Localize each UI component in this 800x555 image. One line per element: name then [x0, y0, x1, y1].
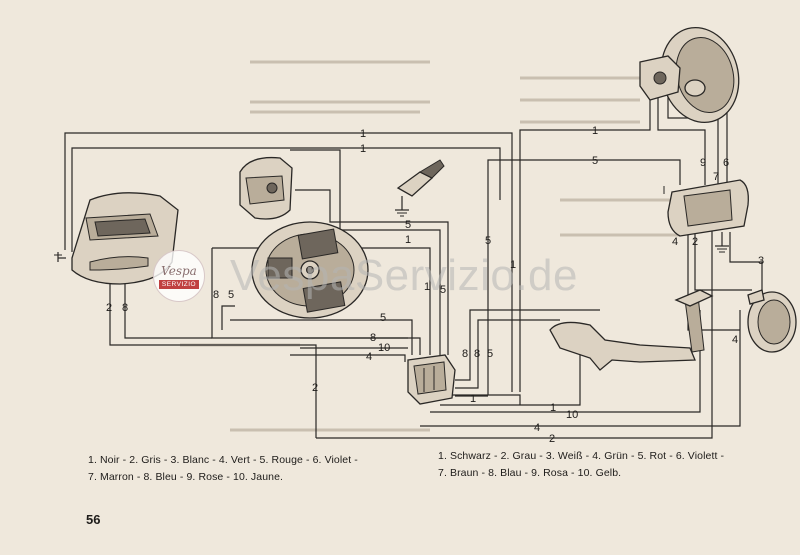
legend-line: 1. Schwarz - 2. Grau - 3. Weiß - 4. Grün…	[438, 450, 725, 462]
vespa-logo-badge: Vespa SERVIZIO	[153, 250, 205, 302]
wire-label: 10	[378, 342, 390, 354]
wire-label: 6	[723, 157, 729, 169]
wire-label: 5	[485, 235, 491, 247]
wire-reg-8	[455, 309, 600, 381]
wire-coil-5	[295, 189, 449, 355]
ignition-coil	[239, 156, 293, 220]
wire-label: 2	[106, 302, 112, 314]
stator-plate	[251, 221, 369, 319]
wire-label: 8	[370, 332, 376, 344]
wire-bottom-1a	[430, 394, 521, 405]
page-number: 56	[86, 512, 101, 527]
wire-label: 4	[534, 422, 540, 434]
wire-right-5	[487, 159, 681, 395]
wire-label: 5	[592, 155, 598, 167]
wire-label: 4	[672, 236, 678, 248]
wire-label: 2	[692, 236, 698, 248]
color-legend-french: 1. Noir - 2. Gris - 3. Blanc - 4. Vert -…	[88, 452, 358, 486]
wire-label: 4	[732, 334, 738, 346]
spark-plug	[395, 159, 445, 217]
headlight	[639, 26, 740, 124]
legend-line: 7. Marron - 8. Bleu - 9. Rose - 10. Jaun…	[88, 471, 284, 483]
wire-tail-left	[64, 132, 513, 392]
wire-label: 10	[566, 409, 578, 421]
wire-label: 7	[713, 171, 719, 183]
badge-sub: SERVIZIO	[158, 279, 200, 289]
wire-label: 5	[405, 219, 411, 231]
legend-line: 7. Braun - 8. Blau - 9. Rosa - 10. Gelb.	[438, 467, 622, 479]
wire-lower-4	[290, 354, 406, 362]
wire-sw-4	[687, 232, 740, 331]
wire-bottom-1b	[440, 350, 581, 406]
wire-label: 1	[470, 393, 476, 405]
light-switch	[663, 179, 749, 253]
wire-label: 5	[487, 348, 493, 360]
wire-label: 8	[462, 348, 468, 360]
wire-head-9	[657, 95, 706, 185]
wire-label: 1	[510, 259, 516, 271]
wire-label: 8	[122, 302, 128, 314]
wire-label: 2	[549, 433, 555, 445]
wire-label: 1	[592, 125, 598, 137]
wire-label: 4	[366, 351, 372, 363]
watermark-text: VespaServizio.de	[230, 251, 578, 300]
wire-label: 1	[360, 128, 366, 140]
junction-box	[407, 354, 456, 405]
wire-label: 1	[405, 234, 411, 246]
wire-number-labels: 1 1 1 5 5 1 8 5 5 1 5 1 5 8 4 10 8 8 5 1…	[106, 125, 764, 445]
wire-lower-5	[230, 319, 413, 355]
wire-left-8	[124, 280, 212, 339]
tail-light	[54, 192, 179, 285]
wire-label: 5	[380, 312, 386, 324]
wire-top-1b	[71, 147, 501, 252]
wire-stator-b	[221, 305, 235, 330]
wire-label: 3	[758, 255, 764, 267]
wire-sw-2	[694, 232, 752, 291]
wire-label: 1	[424, 281, 430, 293]
wire-label: 2	[312, 382, 318, 394]
wire-label: 8	[213, 289, 219, 301]
legend-line: 1. Noir - 2. Gris - 3. Blanc - 4. Vert -…	[88, 454, 358, 466]
wire-bottom-4	[420, 310, 741, 427]
wire-label: 1	[360, 143, 366, 155]
wire-label: 5	[440, 284, 446, 296]
wire-left-2	[109, 280, 317, 438]
color-legend-german: 1. Schwarz - 2. Grau - 3. Weiß - 4. Grün…	[438, 448, 724, 482]
wire-label: 8	[474, 348, 480, 360]
wire-label: 9	[700, 157, 706, 169]
kickstart-pedal	[549, 289, 714, 371]
wire-reg-8b	[455, 319, 560, 389]
badge-brand: Vespa	[161, 263, 197, 278]
wire-sw-3	[729, 232, 763, 292]
wire-label: 5	[228, 289, 234, 301]
wire-label: 1	[550, 402, 556, 414]
horn	[747, 289, 797, 353]
